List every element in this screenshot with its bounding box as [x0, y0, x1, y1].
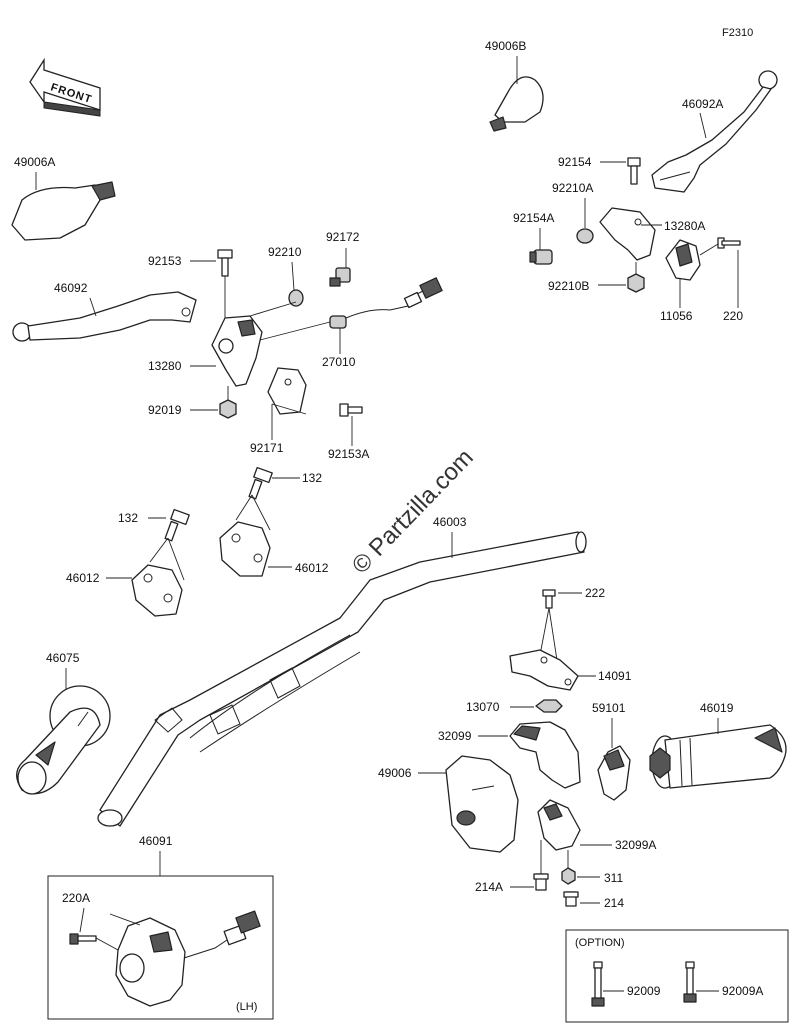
part-13280A[interactable]	[599, 207, 656, 261]
part-92210B[interactable]	[627, 273, 645, 293]
label-46003: 46003	[433, 515, 467, 529]
label-59101: 59101	[592, 701, 626, 715]
label-49006B: 49006B	[485, 39, 526, 53]
part-13070[interactable]	[535, 699, 563, 713]
part-92171[interactable]	[267, 367, 307, 415]
label-13280A: 13280A	[664, 219, 705, 233]
part-214A[interactable]	[533, 873, 549, 891]
label-92153: 92153	[148, 254, 182, 268]
label-311: 311	[604, 871, 623, 885]
part-92153[interactable]	[217, 249, 233, 277]
label-49006: 49006	[378, 766, 412, 780]
label-14091: 14091	[598, 669, 632, 683]
part-222[interactable]	[542, 589, 556, 609]
part-46019-throttle-grip[interactable]	[649, 724, 787, 789]
part-27010[interactable]	[329, 277, 443, 329]
label-220A: 220A	[62, 891, 90, 905]
label-46092: 46092	[54, 281, 88, 295]
switch-box-frame	[47, 875, 274, 1020]
part-49006A[interactable]	[11, 181, 116, 241]
label-92210A: 92210A	[552, 181, 593, 195]
part-14091[interactable]	[509, 649, 579, 691]
part-220A[interactable]	[69, 933, 97, 945]
label-11056: 11056	[660, 309, 693, 323]
part-13280[interactable]	[211, 315, 263, 387]
figure-code: F2310	[722, 27, 753, 39]
label-214A: 214A	[475, 880, 503, 894]
part-32099[interactable]	[509, 721, 581, 789]
part-46012-lower[interactable]	[131, 564, 183, 617]
part-92154A[interactable]	[529, 249, 553, 265]
label-46092A: 46092A	[682, 97, 723, 111]
part-46012-upper[interactable]	[219, 521, 271, 577]
part-49006B[interactable]	[489, 76, 544, 132]
option-label: (OPTION)	[575, 937, 625, 949]
part-46003-handlebar[interactable]	[97, 531, 587, 827]
lh-label: (LH)	[236, 1001, 257, 1013]
part-49006[interactable]	[445, 755, 519, 853]
part-92154[interactable]	[627, 157, 641, 185]
label-92210B: 92210B	[548, 279, 589, 293]
label-46075: 46075	[46, 651, 80, 665]
label-92172: 92172	[326, 230, 360, 244]
label-92171: 92171	[250, 441, 284, 455]
label-32099A: 32099A	[615, 838, 656, 852]
label-13070: 13070	[466, 700, 500, 714]
label-46012-lower: 46012	[66, 571, 100, 585]
label-92154A: 92154A	[513, 211, 554, 225]
label-132-upper: 132	[302, 471, 322, 485]
label-92153A: 92153A	[328, 447, 369, 461]
label-92019: 92019	[148, 403, 182, 417]
part-92009A[interactable]	[683, 961, 697, 1003]
part-311[interactable]	[561, 867, 576, 885]
part-46091-switch[interactable]	[115, 910, 261, 1007]
part-92009[interactable]	[591, 961, 605, 1007]
label-27010: 27010	[322, 355, 356, 369]
part-32099A[interactable]	[537, 799, 581, 851]
label-92009: 92009	[627, 984, 661, 998]
label-92009A: 92009A	[722, 984, 763, 998]
label-92154: 92154	[558, 155, 592, 169]
part-214[interactable]	[563, 891, 579, 907]
label-92210: 92210	[268, 245, 302, 259]
part-132-upper[interactable]	[248, 466, 273, 500]
part-92019[interactable]	[219, 399, 237, 419]
label-220: 220	[723, 309, 743, 323]
label-46091: 46091	[139, 834, 173, 848]
part-92210A[interactable]	[576, 228, 594, 244]
label-132-lower: 132	[118, 511, 138, 525]
label-49006A: 49006A	[14, 155, 55, 169]
part-59101[interactable]	[597, 745, 631, 801]
label-214: 214	[604, 896, 624, 910]
part-92153A[interactable]	[339, 403, 363, 417]
label-32099: 32099	[438, 729, 472, 743]
front-arrow-icon: FRONT	[29, 57, 101, 117]
part-46075-left-grip[interactable]	[16, 685, 111, 795]
label-46019: 46019	[700, 701, 734, 715]
part-46092[interactable]	[12, 291, 197, 342]
part-92172[interactable]	[329, 267, 351, 287]
part-46092A[interactable]	[651, 70, 778, 193]
part-132-lower[interactable]	[164, 508, 190, 542]
label-13280: 13280	[148, 359, 182, 373]
label-46012-upper: 46012	[295, 561, 329, 575]
part-11056[interactable]	[665, 239, 701, 281]
part-92210[interactable]	[288, 289, 304, 307]
part-220[interactable]	[717, 237, 741, 249]
option-box-frame	[565, 929, 789, 1023]
label-222: 222	[585, 586, 605, 600]
